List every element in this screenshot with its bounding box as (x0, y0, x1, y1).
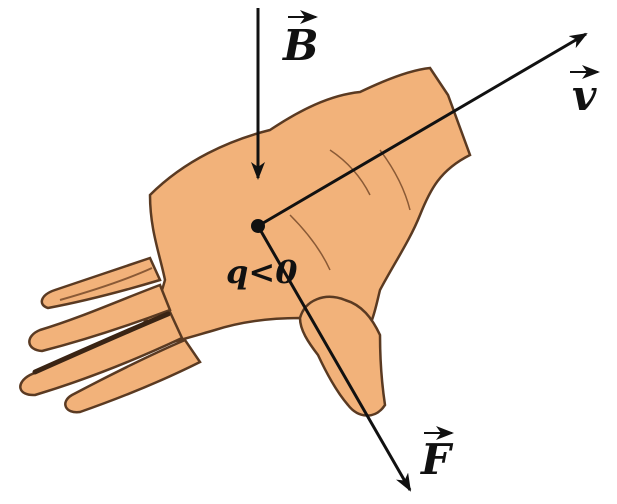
hand-illustration (20, 68, 470, 416)
label-v: v (572, 71, 597, 120)
label-v-group: v (570, 71, 598, 120)
hand-palm (120, 68, 470, 350)
label-charge: q<0 (226, 253, 297, 291)
label-b-group: B (282, 17, 319, 70)
charge-point (251, 219, 265, 233)
label-f: F (420, 435, 454, 484)
label-b: B (282, 21, 319, 70)
label-f-group: F (420, 433, 454, 484)
